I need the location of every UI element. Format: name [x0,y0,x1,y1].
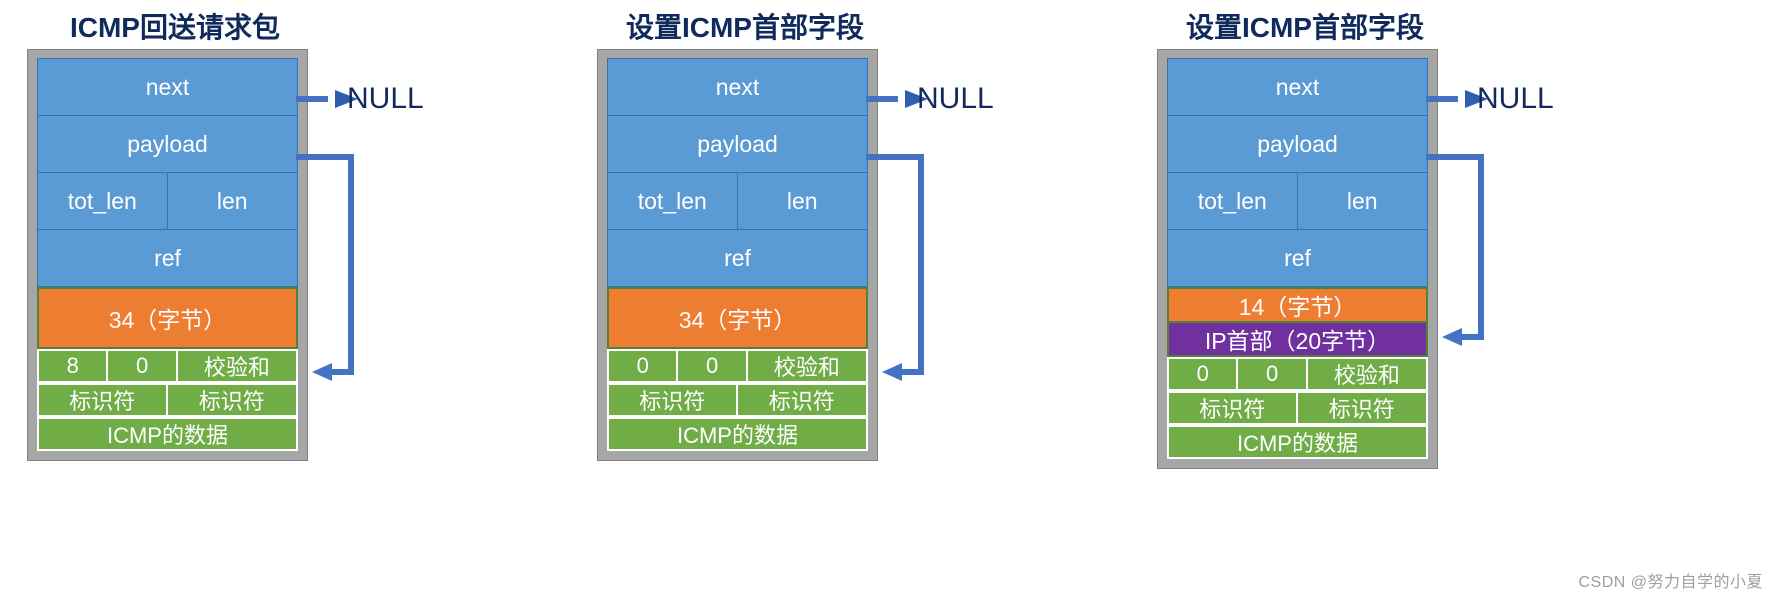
icmp-identifier-right-cell: 标识符 [737,385,866,415]
skbuff-frame: next payload tot_len len ref [27,49,308,461]
icmp-data-row: ICMP的数据 [1167,425,1428,459]
ip-header-row: IP首部（20字节） [1167,323,1428,357]
icmp-checksum-label: 校验和 [773,355,840,380]
field-ref: ref [37,229,298,287]
panel-title: 设置ICMP首部字段 [625,12,864,43]
field-tot-len-label: tot_len [637,187,707,214]
icmp-checksum-cell: 校验和 [1307,359,1426,389]
icmp-data-label: ICMP的数据 [106,423,228,448]
icmp-identifier-right-label: 标识符 [1328,397,1395,422]
field-tot-len-label: tot_len [67,187,137,214]
icmp-identifier-left-cell: 标识符 [609,385,738,415]
ip-header-label: IP首部（20字节） [1204,328,1391,354]
icmp-type-cell: 8 [39,351,109,381]
icmp-data-row: ICMP的数据 [607,417,868,451]
icmp-code-label: 0 [1265,361,1279,386]
field-next-label: next [715,73,760,100]
field-ref-label: ref [154,244,181,271]
field-next-label: next [1275,73,1320,100]
field-totlen-len-row: tot_len len [37,172,298,230]
field-tot-len: tot_len [38,173,168,229]
icmp-identifier-row: 标识符 标识符 [1167,391,1428,425]
icmp-identifier-left-label: 标识符 [1199,397,1266,422]
icmp-header-row: 0 0 校验和 [607,349,868,383]
icmp-identifier-left-cell: 标识符 [39,385,168,415]
icmp-identifier-row: 标识符 标识符 [37,383,298,417]
field-payload: payload [37,115,298,173]
field-payload: payload [607,115,868,173]
field-len-label: len [1346,187,1378,214]
field-rows: next payload tot_len len ref [1167,58,1428,459]
icmp-type-label: 0 [636,353,649,378]
icmp-identifier-right-label: 标识符 [768,389,835,414]
icmp-code-cell: 0 [108,351,178,381]
field-rows: next payload tot_len len ref [37,58,298,451]
reserved-bytes-label: 34（字节） [678,307,797,333]
icmp-checksum-cell: 校验和 [177,351,296,381]
reserved-bytes-row: 34（字节） [607,287,868,349]
icmp-type-label: 0 [1196,361,1209,386]
field-ref-label: ref [1284,244,1311,271]
null-label: NULL [347,82,424,115]
field-tot-len: tot_len [608,173,738,229]
field-len-label: len [216,187,248,214]
null-label: NULL [1477,82,1554,115]
icmp-identifier-left-label: 标识符 [69,389,136,414]
reserved-bytes-row: 14（字节） [1167,287,1428,323]
watermark: CSDN @努力自学的小夏 [1578,574,1763,591]
icmp-code-cell: 0 [1238,359,1308,389]
field-len: len [738,173,868,229]
skbuff-frame: next payload tot_len len ref [1157,49,1438,469]
icmp-checksum-cell: 校验和 [747,351,866,381]
icmp-identifier-right-label: 标识符 [198,389,265,414]
field-payload-label: payload [127,130,208,157]
icmp-header-row: 0 0 校验和 [1167,357,1428,391]
field-next: next [37,58,298,116]
field-next-label: next [145,73,190,100]
field-len: len [1298,173,1428,229]
field-tot-len-label: tot_len [1197,187,1267,214]
icmp-data-label: ICMP的数据 [1236,431,1358,456]
icmp-data-row: ICMP的数据 [37,417,298,451]
icmp-identifier-right-cell: 标识符 [1297,393,1426,423]
field-next: next [1167,58,1428,116]
reserved-bytes-row: 34（字节） [37,287,298,349]
field-len: len [168,173,298,229]
null-label: NULL [917,82,994,115]
field-len-label: len [786,187,818,214]
field-payload-label: payload [1257,130,1338,157]
field-payload-label: payload [697,130,778,157]
panel-set-icmp-header-2: 设置ICMP首部字段 next payload tot_len len [1140,0,1610,560]
panel-title: 设置ICMP首部字段 [1185,12,1424,43]
field-next: next [607,58,868,116]
skbuff-frame: next payload tot_len len ref [597,49,878,461]
reserved-bytes-label: 34（字节） [108,307,227,333]
field-ref: ref [1167,229,1428,287]
reserved-bytes-label: 14（字节） [1238,294,1357,320]
icmp-identifier-left-cell: 标识符 [1169,393,1298,423]
icmp-code-label: 0 [705,353,719,378]
icmp-identifier-row: 标识符 标识符 [607,383,868,417]
panel-set-icmp-header-1: 设置ICMP首部字段 next payload tot_len len [580,0,1050,560]
field-ref-label: ref [724,244,751,271]
icmp-identifier-right-cell: 标识符 [167,385,296,415]
field-payload: payload [1167,115,1428,173]
icmp-code-cell: 0 [678,351,748,381]
icmp-checksum-label: 校验和 [1333,363,1400,388]
field-tot-len: tot_len [1168,173,1298,229]
field-ref: ref [607,229,868,287]
icmp-type-cell: 0 [1169,359,1239,389]
field-totlen-len-row: tot_len len [1167,172,1428,230]
icmp-checksum-label: 校验和 [203,355,270,380]
icmp-type-cell: 0 [609,351,679,381]
field-totlen-len-row: tot_len len [607,172,868,230]
icmp-type-label: 8 [66,353,79,378]
icmp-data-label: ICMP的数据 [676,423,798,448]
field-rows: next payload tot_len len ref [607,58,868,451]
panel-icmp-echo-request: ICMP回送请求包 next payload tot_len len [10,0,480,560]
icmp-header-row: 8 0 校验和 [37,349,298,383]
panel-title: ICMP回送请求包 [69,12,280,43]
icmp-identifier-left-label: 标识符 [639,389,706,414]
icmp-code-label: 0 [135,353,149,378]
